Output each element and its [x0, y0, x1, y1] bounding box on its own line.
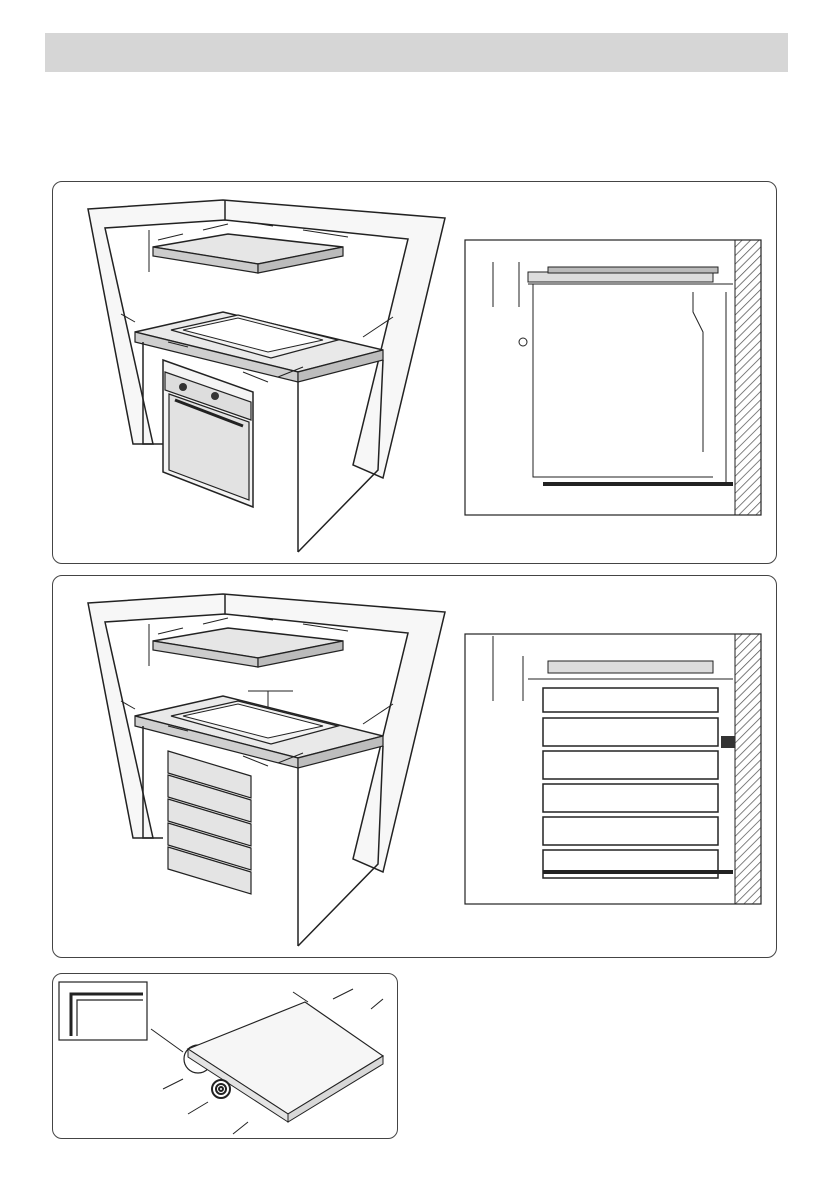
figure-panel-drawers	[52, 575, 777, 958]
section-header-bar	[45, 33, 788, 72]
figure-panel-seal	[52, 973, 398, 1139]
hob-icon	[153, 628, 343, 667]
gasket-roll-icon	[212, 1080, 230, 1098]
cross-section-oven	[465, 240, 761, 515]
cross-section-drawers	[465, 634, 761, 904]
hob-top-icon	[188, 1002, 383, 1122]
figure-panel-oven	[52, 181, 777, 564]
drawers-icon	[168, 751, 251, 894]
hob-seal-illustration	[53, 974, 399, 1140]
corner-cabinet-drawers-illustration	[53, 576, 778, 959]
seal-detail-inset	[59, 982, 147, 1040]
hob-icon	[153, 234, 343, 273]
corner-cabinet-oven-illustration	[53, 182, 778, 565]
